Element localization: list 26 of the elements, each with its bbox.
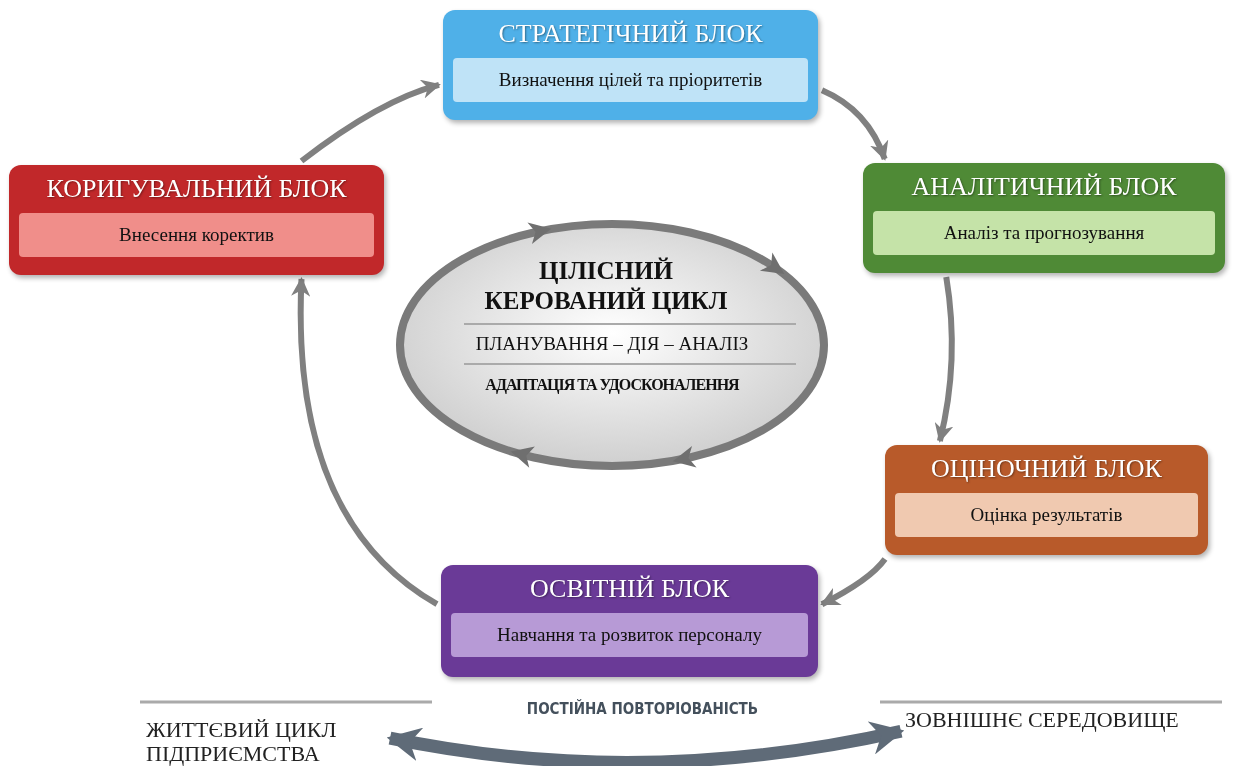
block-card	[9, 165, 384, 275]
cycle-arrow	[386, 720, 905, 766]
cycle-arrow	[299, 80, 441, 164]
block-description: Навчання та розвиток персоналу	[451, 613, 808, 657]
block-card	[885, 445, 1208, 555]
side-label: ЗОВНІШНЄ СЕРЕДОВИЩЕ	[905, 708, 1205, 732]
cycle-arrow	[291, 277, 439, 607]
cycle-subtitle: ПЛАНУВАННЯ – ДІЯ – АНАЛІЗ	[474, 332, 750, 356]
block-title: КОРИГУВАЛЬНИЙ БЛОК	[45, 173, 348, 205]
cycle-subtitle: АДАПТАЦІЯ ТА УДОСКОНАЛЕННЯ	[484, 375, 740, 396]
block-description: Визначення цілей та пріоритетів	[453, 58, 808, 102]
block-card	[441, 565, 818, 677]
block-title: СТРАТЕГІЧНИЙ БЛОК	[497, 18, 764, 50]
block-card	[863, 163, 1225, 273]
side-label: ЖИТТЄВИЙ ЦИКЛ ПІДПРИЄМСТВА	[146, 718, 386, 766]
cycle-arrow	[820, 557, 888, 607]
block-description: Оцінка результатів	[895, 493, 1198, 537]
block-title: ОСВІТНІЙ БЛОК	[528, 573, 731, 605]
cycle-arrow	[934, 276, 955, 443]
block-description: Внесення коректив	[19, 213, 374, 257]
block-title: ОЦІНОЧНИЙ БЛОК	[930, 453, 1163, 485]
cycle-arrow	[820, 87, 888, 161]
block-title: АНАЛІТИЧНИЙ БЛОК	[910, 171, 1178, 203]
block-description: Аналіз та прогнозування	[873, 211, 1215, 255]
cycle-title: ЦІЛІСНИЙ КЕРОВАНИЙ ЦИКЛ	[483, 256, 729, 316]
block-card	[443, 10, 818, 120]
